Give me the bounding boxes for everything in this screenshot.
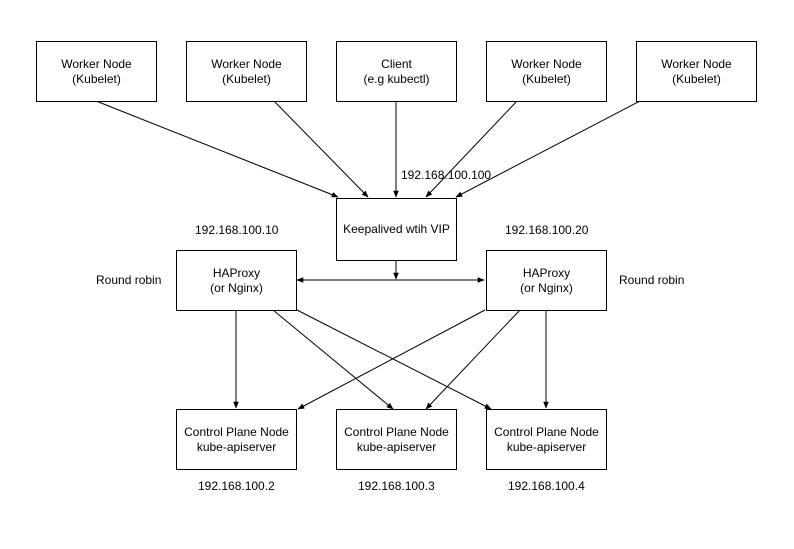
left-lb-mode-label: Round robin — [96, 273, 162, 287]
worker-node-3-title: Worker Node — [511, 56, 582, 71]
edge-har-cp1 — [297, 309, 486, 410]
cp2-ip-label: 192.168.100.3 — [358, 479, 435, 493]
worker-node-2-title: Worker Node — [211, 56, 282, 71]
worker-node-4-title: Worker Node — [661, 56, 732, 71]
edge-hal-cp3 — [296, 309, 492, 410]
edge-hal-cp2 — [272, 309, 394, 410]
worker-node-1-subtitle: (Kubelet) — [72, 71, 121, 86]
keepalived-node: Keepalived wtih VIP — [336, 198, 457, 261]
haproxy-right-subtitle: (or Nginx) — [520, 280, 573, 295]
edge-worker1-keepalived — [95, 100, 339, 198]
control-plane-node-1-subtitle: kube-apiserver — [196, 439, 277, 454]
edge-har-cp2 — [425, 309, 521, 410]
control-plane-node-3-subtitle: kube-apiserver — [506, 439, 587, 454]
client-node-title: Client — [381, 56, 412, 71]
worker-node-3: Worker Node (Kubelet) — [486, 41, 607, 102]
worker-node-2: Worker Node (Kubelet) — [186, 41, 307, 102]
client-node: Client (e.g kubectl) — [336, 41, 457, 102]
haproxy-left-node: HAProxy (or Nginx) — [176, 250, 297, 311]
client-node-subtitle: (e.g kubectl) — [363, 71, 430, 86]
worker-node-4-subtitle: (Kubelet) — [672, 71, 721, 86]
worker-node-1: Worker Node (Kubelet) — [36, 41, 157, 102]
worker-node-1-title: Worker Node — [61, 56, 132, 71]
worker-node-3-subtitle: (Kubelet) — [522, 71, 571, 86]
edge-worker3-keepalived — [425, 100, 518, 198]
vip-ip-label: 192.168.100.100 — [401, 168, 492, 182]
edge-worker2-keepalived — [273, 100, 369, 198]
control-plane-node-2: Control Plane Node kube-apiserver — [336, 409, 457, 470]
right-lb-mode-label: Round robin — [619, 273, 685, 287]
haproxy-right-title: HAProxy — [522, 265, 571, 280]
control-plane-node-1-title: Control Plane Node — [184, 424, 289, 439]
right-lb-ip-label: 192.168.100.20 — [505, 223, 589, 237]
control-plane-node-1: Control Plane Node kube-apiserver — [176, 409, 297, 470]
cp1-ip-label: 192.168.100.2 — [198, 479, 275, 493]
control-plane-node-2-title: Control Plane Node — [344, 424, 449, 439]
keepalived-node-title: Keepalived wtih VIP — [343, 222, 450, 236]
haproxy-right-node: HAProxy (or Nginx) — [486, 250, 607, 311]
worker-node-2-subtitle: (Kubelet) — [222, 71, 271, 86]
control-plane-node-3: Control Plane Node kube-apiserver — [486, 409, 607, 470]
haproxy-left-subtitle: (or Nginx) — [210, 280, 263, 295]
edge-worker4-keepalived — [455, 100, 641, 198]
control-plane-node-3-title: Control Plane Node — [494, 424, 599, 439]
worker-node-4: Worker Node (Kubelet) — [636, 41, 757, 102]
haproxy-left-title: HAProxy — [212, 265, 261, 280]
cp3-ip-label: 192.168.100.4 — [508, 479, 585, 493]
left-lb-ip-label: 192.168.100.10 — [195, 223, 279, 237]
control-plane-node-2-subtitle: kube-apiserver — [356, 439, 437, 454]
